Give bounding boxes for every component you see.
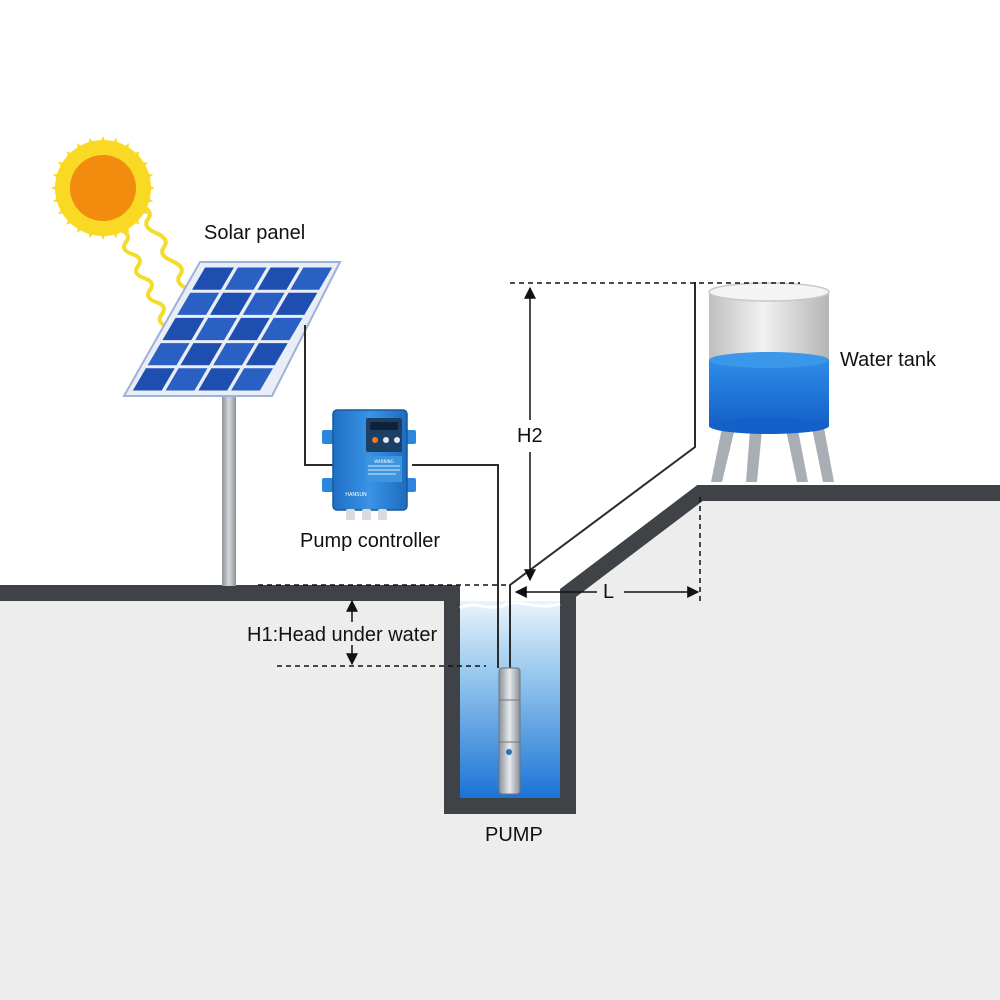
solar-cell — [192, 267, 234, 290]
solar-cell — [180, 343, 223, 366]
solar-cell — [213, 343, 255, 366]
solar-cell — [165, 368, 208, 391]
sun-ray — [87, 137, 98, 152]
sun-ray — [97, 136, 109, 149]
controller-wires — [304, 325, 499, 668]
sun-ray — [66, 212, 79, 225]
h1-label: H1:Head under water — [247, 624, 438, 646]
solar-cell — [177, 292, 220, 315]
water-surface — [459, 601, 561, 610]
sun-ray — [142, 182, 155, 194]
sun-ray — [127, 151, 140, 164]
sun-ray — [87, 224, 98, 239]
pump-controller-label: Pump controller — [300, 530, 441, 552]
solar-cell — [162, 317, 205, 341]
sun-ray — [57, 203, 72, 214]
water-tank-icon — [708, 282, 834, 482]
ground — [0, 485, 1000, 1000]
sun-ray — [66, 151, 79, 164]
solar-cell — [195, 317, 238, 341]
sun-ray — [52, 172, 67, 183]
solar-cell — [257, 267, 300, 290]
sun-ray — [77, 219, 88, 234]
sun-ray — [127, 212, 140, 225]
sun-ray — [108, 137, 119, 152]
panel-pole — [222, 396, 236, 586]
solar-cell — [290, 267, 333, 290]
solar-cell — [245, 343, 288, 366]
solar-cell — [275, 292, 318, 315]
solar-cell — [260, 317, 303, 341]
solar-cell — [231, 368, 273, 391]
pump-controller-icon: WARNING HANSUN — [322, 409, 416, 520]
solar-cell — [210, 292, 252, 315]
pump-label: PUMP — [485, 824, 543, 846]
pipe — [509, 282, 696, 668]
solar-cell — [132, 368, 175, 391]
sun-ray — [57, 162, 72, 173]
solar-cell — [224, 267, 267, 290]
sun-icon — [51, 136, 155, 240]
l-label: L — [603, 581, 615, 603]
sun-ray — [51, 182, 64, 194]
sun-ray — [108, 224, 119, 239]
solar-cell — [242, 292, 285, 315]
solar-cell — [227, 317, 270, 341]
water-tank-label: Water tank — [840, 349, 936, 371]
controller-warning-text: WARNING — [374, 459, 394, 464]
sun-ray — [139, 172, 154, 183]
dimension-lines — [258, 282, 800, 667]
sun-ray — [139, 193, 154, 204]
sun-ray — [118, 142, 129, 157]
sun-ray — [134, 203, 149, 214]
sun-ray — [97, 227, 109, 240]
sun-ray — [52, 193, 67, 204]
solar-cell — [147, 343, 190, 366]
solar-panel-label: Solar panel — [204, 222, 306, 244]
pump-icon — [498, 667, 521, 795]
solar-panel-icon — [122, 261, 342, 397]
controller-brand-text: HANSUN — [345, 492, 367, 498]
sun-ray — [77, 142, 88, 157]
sun-ray — [118, 219, 129, 234]
solar-cell — [198, 368, 241, 391]
sun-ray — [134, 162, 149, 173]
h2-label: H2 — [517, 425, 543, 447]
